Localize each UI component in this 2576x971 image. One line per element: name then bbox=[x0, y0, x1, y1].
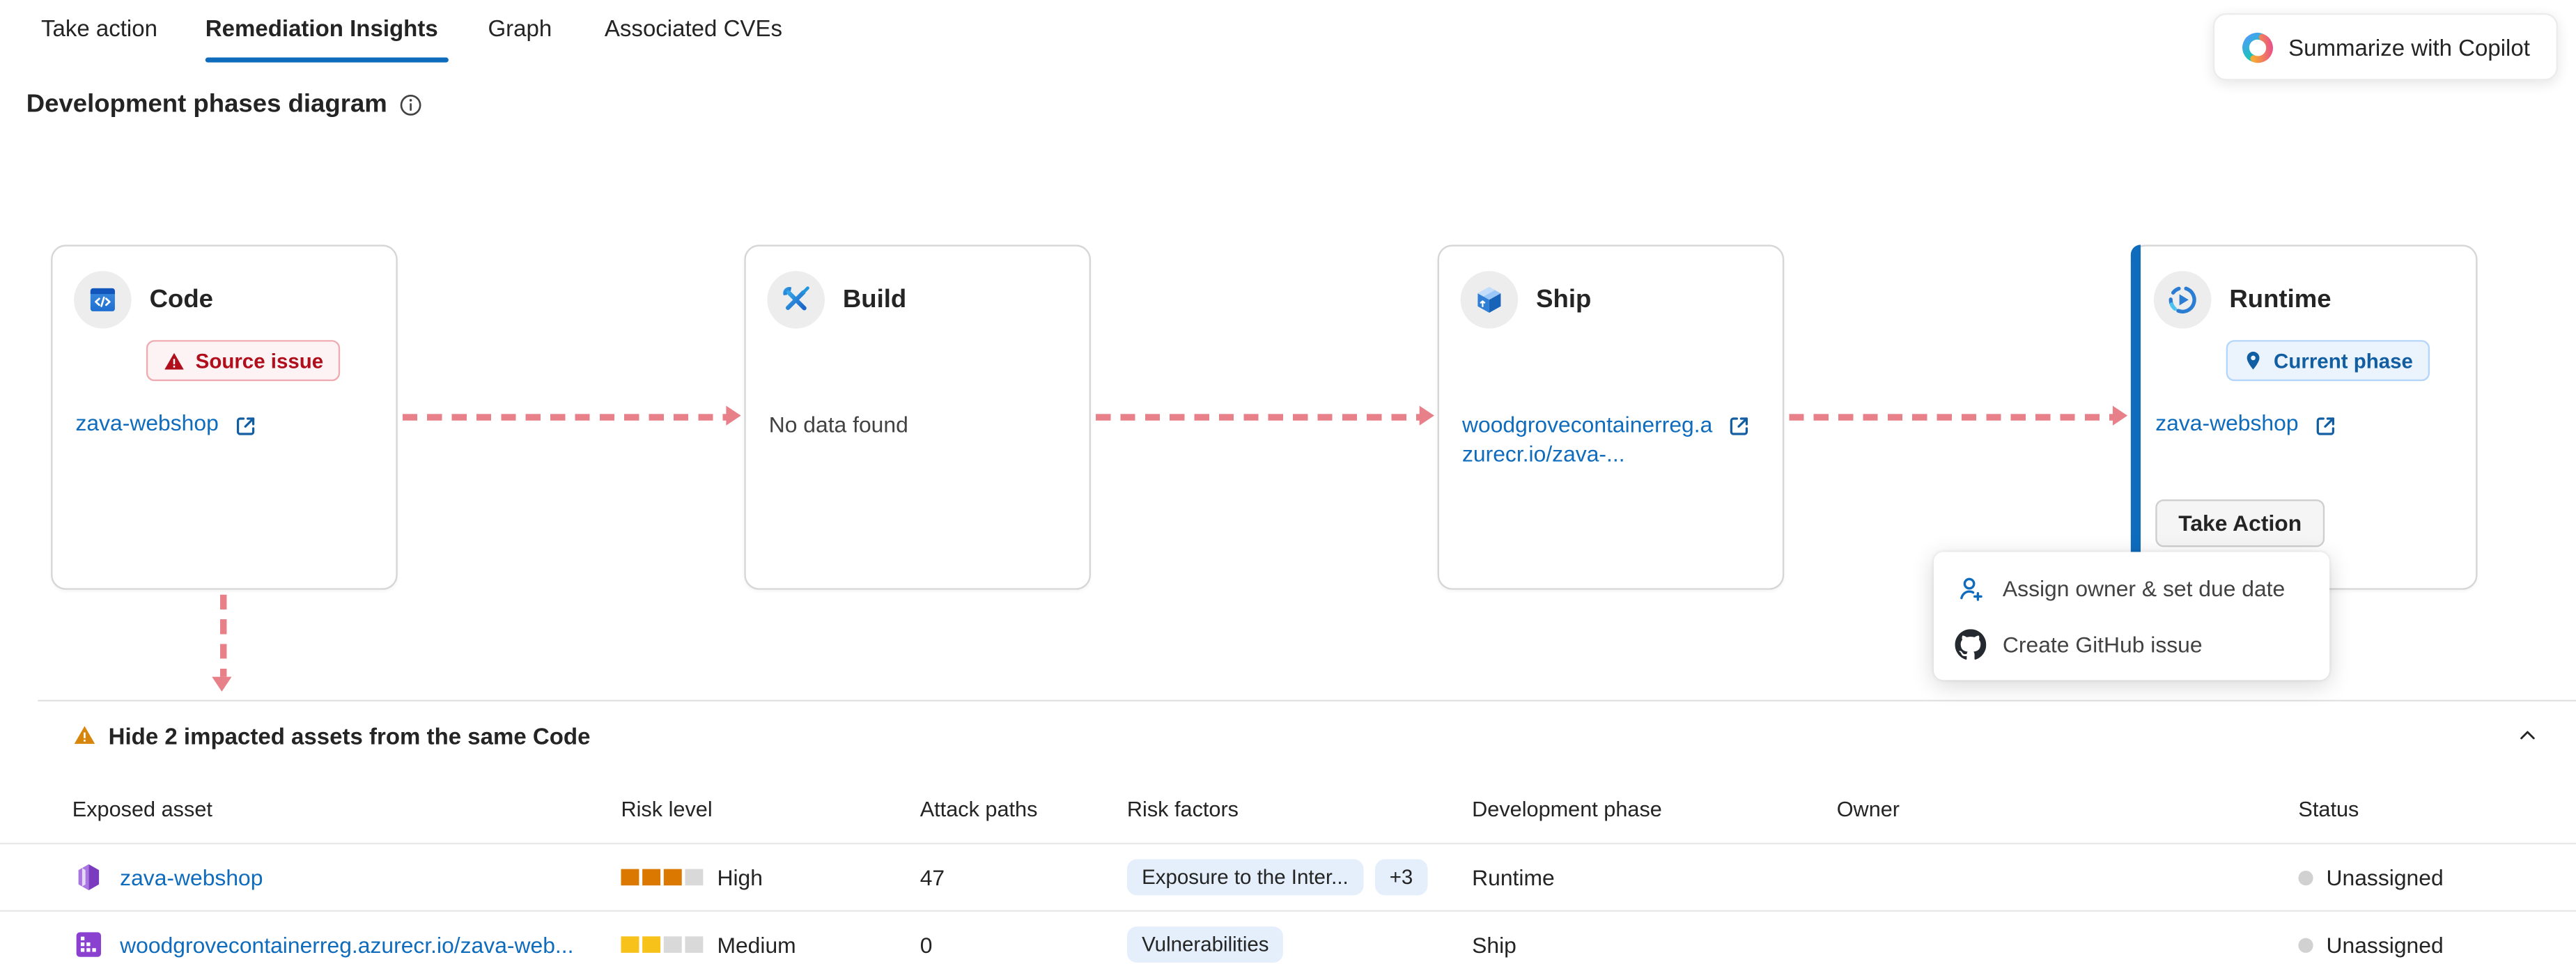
package-icon bbox=[1460, 271, 1519, 329]
impacted-assets-table: Exposed asset Risk level Attack paths Ri… bbox=[0, 775, 2576, 971]
github-icon bbox=[1955, 628, 1987, 659]
take-action-button[interactable]: Take Action bbox=[2155, 499, 2325, 547]
chevron-up-icon[interactable] bbox=[2515, 723, 2540, 747]
build-no-data-text: No data found bbox=[768, 412, 908, 437]
section-divider bbox=[38, 699, 2576, 702]
status-label: Unassigned bbox=[2326, 932, 2444, 957]
phase-card-runtime: Runtime Current phase zava-webshop Take … bbox=[2130, 244, 2478, 590]
tab-take-action[interactable]: Take action bbox=[40, 15, 158, 41]
risk-factor-pill: Exposure to the Inter... bbox=[1126, 859, 1363, 896]
risk-factor-more-pill[interactable]: +3 bbox=[1374, 859, 1428, 896]
page-title: Development phases diagram bbox=[26, 90, 387, 118]
tab-associated-cves[interactable]: Associated CVEs bbox=[604, 15, 783, 41]
col-header-owner: Owner bbox=[1836, 796, 1900, 822]
status-dot bbox=[2298, 937, 2313, 952]
runtime-asset-link-label: zava-webshop bbox=[2155, 410, 2299, 435]
menu-item-label: Create GitHub issue bbox=[2002, 631, 2203, 657]
table-row: woodgrovecontainerreg.azurecr.io/zava-we… bbox=[0, 912, 2576, 971]
code-card-header: Code bbox=[74, 271, 213, 329]
copilot-button-label: Summarize with Copilot bbox=[2288, 33, 2530, 61]
col-header-status: Status bbox=[2298, 796, 2359, 822]
impacted-assets-title: Hide 2 impacted assets from the same Cod… bbox=[108, 722, 591, 749]
tab-graph[interactable]: Graph bbox=[488, 15, 552, 41]
copilot-icon bbox=[2242, 31, 2273, 63]
col-header-development-phase: Development phase bbox=[1472, 796, 1662, 822]
tab-remediation-insights[interactable]: Remediation Insights bbox=[205, 15, 438, 41]
phase-card-ship: Ship woodgrovecontainerreg.a zurecr.io/z… bbox=[1437, 244, 1785, 590]
attack-paths-value: 47 bbox=[920, 864, 945, 890]
ship-asset-link-line1: woodgrovecontainerreg.a bbox=[1461, 412, 1713, 437]
build-card-header: Build bbox=[767, 271, 906, 329]
code-icon bbox=[74, 271, 132, 329]
external-link-icon bbox=[2316, 417, 2335, 435]
tab-bar: Take action Remediation Insights Graph A… bbox=[0, 0, 2576, 69]
warning-triangle-icon bbox=[164, 352, 184, 369]
container-registry-icon bbox=[76, 932, 102, 957]
development-phase-value: Ship bbox=[1472, 932, 1516, 957]
arrow-build-to-ship bbox=[1096, 406, 1434, 426]
current-phase-badge: Current phase bbox=[2226, 340, 2430, 382]
source-issue-badge: Source issue bbox=[146, 340, 340, 382]
impacted-assets-toggle[interactable]: Hide 2 impacted assets from the same Cod… bbox=[0, 701, 2576, 770]
section-heading: Development phases diagram bbox=[26, 91, 424, 120]
ship-card-header: Ship bbox=[1460, 271, 1592, 329]
asset-link[interactable]: woodgrovecontainerreg.azurecr.io/zava-we… bbox=[120, 932, 574, 957]
col-header-risk-level: Risk level bbox=[621, 796, 713, 822]
table-row: zava-webshop High 47 Exposure to the Int… bbox=[0, 844, 2576, 912]
risk-level-label: High bbox=[717, 864, 763, 890]
runtime-card-header: Runtime bbox=[2153, 271, 2331, 329]
container-app-icon bbox=[78, 864, 100, 891]
code-asset-link-label: zava-webshop bbox=[75, 410, 219, 435]
risk-level-squares bbox=[621, 935, 703, 954]
col-header-exposed-asset: Exposed asset bbox=[72, 796, 212, 822]
info-icon[interactable] bbox=[397, 92, 424, 118]
status-dot bbox=[2298, 869, 2313, 885]
phase-card-code: Code Source issue zava-webshop bbox=[51, 244, 398, 590]
arrow-code-to-build bbox=[402, 406, 741, 426]
menu-item-label: Assign owner & set due date bbox=[2002, 575, 2286, 601]
current-phase-accent-bar bbox=[2130, 244, 2141, 590]
status-label: Unassigned bbox=[2326, 864, 2444, 890]
take-action-menu: Assign owner & set due date Create GitHu… bbox=[1933, 552, 2330, 681]
active-tab-underline bbox=[205, 57, 449, 63]
menu-item-assign-owner[interactable]: Assign owner & set due date bbox=[1934, 560, 2329, 616]
runtime-asset-link[interactable]: zava-webshop bbox=[2155, 411, 2339, 440]
development-phase-value: Runtime bbox=[1472, 864, 1555, 890]
phase-title-runtime: Runtime bbox=[2229, 285, 2331, 313]
person-add-icon bbox=[1960, 577, 1983, 600]
arrow-code-to-assets bbox=[212, 594, 233, 692]
phase-title-build: Build bbox=[842, 285, 907, 313]
phase-card-build: Build No data found bbox=[744, 244, 1091, 590]
col-header-attack-paths: Attack paths bbox=[920, 796, 1038, 822]
summarize-with-copilot-button[interactable]: Summarize with Copilot bbox=[2212, 13, 2559, 81]
phase-title-ship: Ship bbox=[1536, 285, 1592, 313]
code-asset-link[interactable]: zava-webshop bbox=[75, 411, 259, 440]
risk-level-squares bbox=[621, 869, 703, 886]
runtime-icon bbox=[2153, 271, 2212, 329]
location-pin-icon bbox=[2247, 351, 2260, 370]
menu-item-create-github-issue[interactable]: Create GitHub issue bbox=[1934, 616, 2329, 671]
build-tools-icon bbox=[767, 271, 825, 329]
risk-level-label: Medium bbox=[717, 932, 796, 957]
external-link-icon bbox=[1730, 417, 1748, 435]
asset-link[interactable]: zava-webshop bbox=[120, 864, 263, 890]
risk-factor-pill: Vulnerabilities bbox=[1126, 926, 1284, 963]
phase-title-code: Code bbox=[149, 285, 214, 313]
arrow-ship-to-runtime bbox=[1789, 406, 2128, 426]
table-header-row: Exposed asset Risk level Attack paths Ri… bbox=[0, 775, 2576, 845]
warning-icon bbox=[74, 726, 95, 744]
ship-asset-link[interactable]: woodgrovecontainerreg.a zurecr.io/zava-.… bbox=[1462, 411, 1753, 470]
current-phase-label: Current phase bbox=[2274, 349, 2413, 373]
ship-asset-link-line2: zurecr.io/zava-... bbox=[1461, 442, 1625, 467]
attack-paths-value: 0 bbox=[920, 932, 933, 957]
col-header-risk-factors: Risk factors bbox=[1126, 796, 1239, 822]
source-issue-label: Source issue bbox=[195, 349, 324, 373]
external-link-icon bbox=[237, 417, 255, 435]
